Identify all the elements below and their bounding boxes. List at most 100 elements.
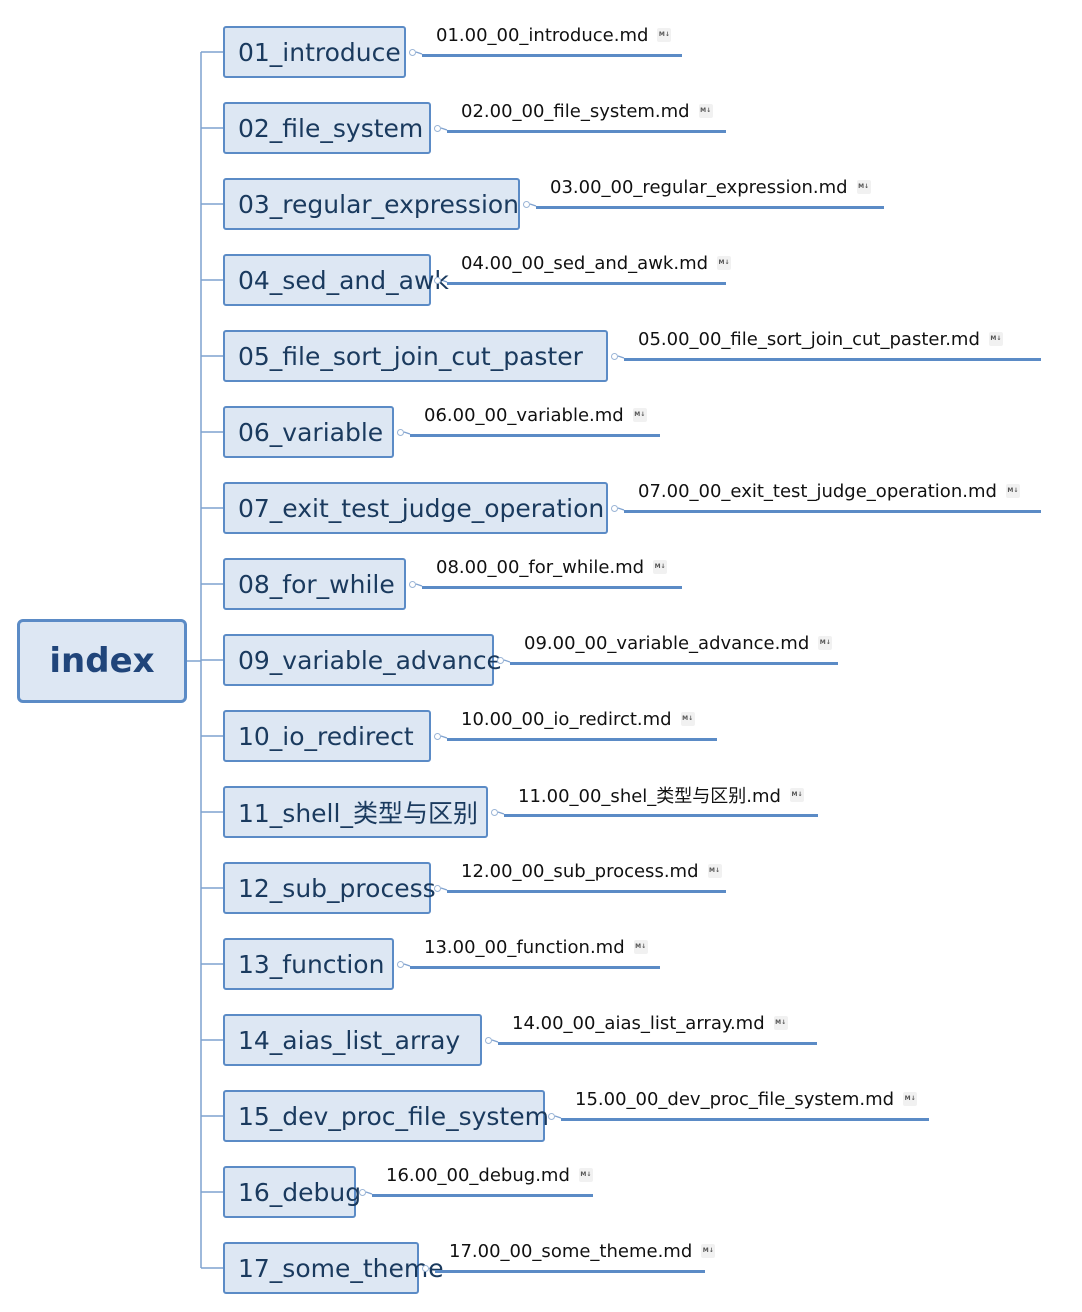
markdown-icon: M↓ bbox=[818, 636, 833, 650]
file-name: 02.00_00_file_system.md bbox=[461, 100, 690, 122]
topic-label: 02_file_system bbox=[238, 113, 424, 143]
collapse-toggle-icon[interactable] bbox=[523, 201, 530, 208]
child-connector bbox=[497, 811, 505, 815]
topic-node[interactable]: 02_file_system bbox=[223, 102, 431, 154]
markdown-file-link[interactable]: 08.00_00_for_while.md M↓ bbox=[436, 554, 668, 580]
file-underline bbox=[624, 510, 1041, 513]
topic-node[interactable]: 07_exit_test_judge_operation bbox=[223, 482, 608, 534]
child-connector bbox=[440, 887, 448, 891]
topic-node[interactable]: 10_io_redirect bbox=[223, 710, 431, 762]
child-connector bbox=[428, 1267, 436, 1271]
file-underline bbox=[447, 890, 726, 893]
topic-node[interactable]: 05_file_sort_join_cut_paster bbox=[223, 330, 608, 382]
file-underline bbox=[447, 738, 717, 741]
file-name: 17.00_00_some_theme.md bbox=[449, 1240, 693, 1262]
collapse-toggle-icon[interactable] bbox=[434, 125, 441, 132]
collapse-toggle-icon[interactable] bbox=[491, 809, 498, 816]
child-connector bbox=[440, 279, 448, 283]
child-connector bbox=[440, 735, 448, 739]
markdown-file-link[interactable]: 09.00_00_variable_advance.md M↓ bbox=[524, 630, 833, 656]
topic-node[interactable]: 13_function bbox=[223, 938, 394, 990]
topic-node[interactable]: 17_some_theme bbox=[223, 1242, 444, 1294]
collapse-toggle-icon[interactable] bbox=[397, 961, 404, 968]
topic-node[interactable]: 01_introduce bbox=[223, 26, 406, 78]
topic-label: 09_variable_advance bbox=[238, 645, 502, 675]
markdown-icon: M↓ bbox=[653, 560, 668, 574]
collapse-toggle-icon[interactable] bbox=[409, 581, 416, 588]
topic-node[interactable]: 12_sub_process bbox=[223, 862, 436, 914]
markdown-icon: M↓ bbox=[717, 256, 732, 270]
file-underline bbox=[410, 434, 660, 437]
root-node-index[interactable]: index bbox=[17, 619, 187, 703]
file-name: 14.00_00_aias_list_array.md bbox=[512, 1012, 765, 1034]
topic-node[interactable]: 11_shell_类型与区别 bbox=[223, 786, 488, 838]
collapse-toggle-icon[interactable] bbox=[548, 1113, 555, 1120]
file-name: 15.00_00_dev_proc_file_system.md bbox=[575, 1088, 895, 1110]
markdown-file-link[interactable]: 17.00_00_some_theme.md M↓ bbox=[449, 1238, 716, 1264]
topic-node[interactable]: 14_aias_list_array bbox=[223, 1014, 482, 1066]
topic-label: 13_function bbox=[238, 949, 385, 979]
topic-node[interactable]: 15_dev_proc_file_system bbox=[223, 1090, 549, 1142]
markdown-file-link[interactable]: 14.00_00_aias_list_array.md M↓ bbox=[512, 1010, 788, 1036]
topic-node[interactable]: 16_debug bbox=[223, 1166, 361, 1218]
markdown-icon: M↓ bbox=[988, 332, 1003, 346]
file-name: 11.00_00_shel_类型与区别.md bbox=[518, 786, 781, 807]
file-underline bbox=[410, 966, 660, 969]
collapse-toggle-icon[interactable] bbox=[485, 1037, 492, 1044]
collapse-toggle-icon[interactable] bbox=[434, 733, 441, 740]
file-underline bbox=[510, 662, 838, 665]
file-name: 01.00_00_introduce.md bbox=[436, 24, 649, 46]
child-connector bbox=[617, 355, 625, 359]
topic-label: 17_some_theme bbox=[238, 1253, 444, 1283]
collapse-toggle-icon[interactable] bbox=[397, 429, 404, 436]
collapse-toggle-icon[interactable] bbox=[422, 1265, 429, 1272]
child-connector bbox=[503, 659, 511, 663]
file-underline bbox=[504, 814, 818, 817]
file-name: 06.00_00_variable.md bbox=[424, 404, 624, 426]
child-connector bbox=[440, 127, 448, 131]
file-underline bbox=[372, 1194, 593, 1197]
markdown-icon: M↓ bbox=[578, 1168, 593, 1182]
topic-node[interactable]: 03_regular_expression bbox=[223, 178, 520, 230]
markdown-icon: M↓ bbox=[701, 1244, 716, 1258]
collapse-toggle-icon[interactable] bbox=[434, 277, 441, 284]
topic-label: 14_aias_list_array bbox=[238, 1025, 461, 1055]
file-name: 03.00_00_regular_expression.md bbox=[550, 176, 848, 198]
markdown-icon: M↓ bbox=[789, 788, 804, 802]
file-underline bbox=[447, 282, 726, 285]
topic-label: 08_for_while bbox=[238, 569, 395, 599]
collapse-toggle-icon[interactable] bbox=[409, 49, 416, 56]
child-connector bbox=[529, 203, 537, 207]
topic-node[interactable]: 04_sed_and_awk bbox=[223, 254, 449, 306]
file-name: 09.00_00_variable_advance.md bbox=[524, 632, 810, 654]
topic-node[interactable]: 06_variable bbox=[223, 406, 394, 458]
topic-label: 05_file_sort_join_cut_paster bbox=[238, 341, 583, 371]
file-name: 08.00_00_for_while.md bbox=[436, 556, 645, 578]
markdown-icon: M↓ bbox=[707, 864, 722, 878]
topic-node[interactable]: 08_for_while bbox=[223, 558, 406, 610]
child-connector bbox=[491, 1039, 499, 1043]
topic-node[interactable]: 09_variable_advance bbox=[223, 634, 502, 686]
markdown-icon: M↓ bbox=[773, 1016, 788, 1030]
child-connector bbox=[403, 963, 411, 967]
topic-label: 12_sub_process bbox=[238, 873, 436, 903]
collapse-toggle-icon[interactable] bbox=[497, 657, 504, 664]
collapse-toggle-icon[interactable] bbox=[359, 1189, 366, 1196]
file-underline bbox=[422, 586, 682, 589]
collapse-toggle-icon[interactable] bbox=[434, 885, 441, 892]
markdown-file-link[interactable]: 11.00_00_shel_类型与区别.md M↓ bbox=[518, 782, 804, 808]
collapse-toggle-icon[interactable] bbox=[611, 505, 618, 512]
collapse-toggle-icon[interactable] bbox=[611, 353, 618, 360]
